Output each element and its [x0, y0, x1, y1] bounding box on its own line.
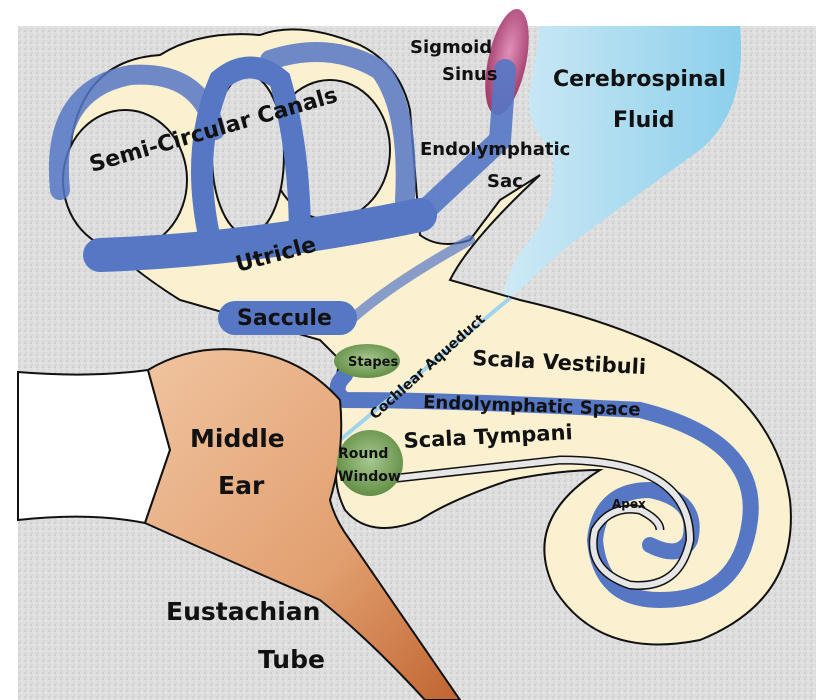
label-ear: Ear — [218, 471, 265, 500]
label-sinus: Sinus — [442, 64, 497, 85]
label-sigmoid: Sigmoid — [410, 37, 492, 58]
label-tube: Tube — [258, 645, 325, 674]
cochlear-aqueduct — [338, 296, 512, 442]
middle-ear — [143, 348, 462, 700]
label-endolymphatic: Endolymphatic — [420, 139, 570, 160]
label-apex: Apex — [612, 497, 646, 511]
label-sac: Sac — [487, 171, 523, 192]
label-saccule: Saccule — [237, 306, 332, 331]
ear-canal — [17, 368, 172, 525]
round-window — [337, 430, 403, 496]
stapes — [334, 344, 400, 378]
label-window: Window — [338, 469, 401, 485]
label-eustachian: Eustachian — [166, 597, 320, 626]
cochlea-inner-spiral-fill — [379, 456, 694, 589]
label-csf-line1: Cerebrospinal — [553, 67, 726, 92]
label-round: Round — [338, 446, 388, 462]
label-csf-line2: Fluid — [613, 108, 675, 133]
label-middle: Middle — [190, 424, 285, 453]
label-stapes: Stapes — [348, 355, 398, 370]
cerebrospinal-fluid-region — [502, 26, 742, 303]
